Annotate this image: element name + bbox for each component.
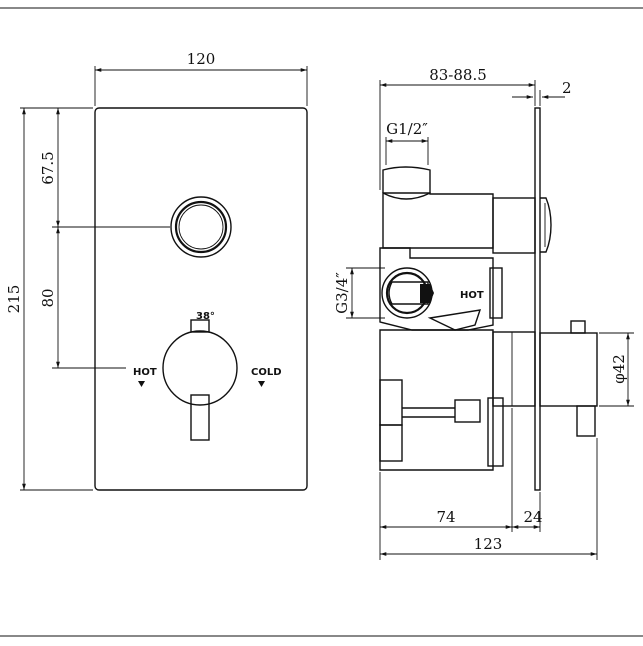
knob-stop-tab	[190, 319, 210, 333]
diverter-button-outer	[170, 196, 232, 258]
top-to-button-dimension-label: 67.5	[39, 151, 57, 184]
total-depth-label: 123	[474, 535, 503, 553]
hot-inlet-wedge	[427, 309, 482, 331]
depth-range-dimension-label: 83-88.5	[429, 66, 487, 84]
side-thread-label: G3/4″	[333, 272, 351, 314]
side-view: HOT 83-88.5 2 G1/2″ G3	[333, 66, 634, 560]
top-inlet-fitting	[382, 166, 431, 193]
hot-side-boss	[489, 267, 503, 319]
lower-left-fitting-a	[379, 379, 403, 426]
diverter-cartridge	[492, 197, 536, 254]
lower-rod-nut	[454, 399, 481, 423]
button-to-knob-dimension-label: 80	[39, 288, 57, 307]
diverter-button-inner	[178, 204, 224, 250]
temp-label: 38°	[196, 311, 215, 322]
hot-arrow-icon	[138, 381, 145, 387]
plate-thickness-label: 2	[562, 79, 572, 97]
height-dimension-label: 215	[5, 285, 23, 314]
thermostat-sleeve	[492, 331, 536, 407]
knob-side-body	[539, 332, 598, 407]
top-thread-label: G1/2″	[386, 120, 428, 138]
knob-lever-handle	[190, 394, 210, 441]
side-cover-plate	[534, 107, 541, 491]
hot-inlet-insert	[420, 284, 434, 303]
upper-valve-body	[382, 192, 494, 249]
top-inlet-curve	[382, 192, 431, 200]
diverter-button-side	[540, 197, 552, 253]
knob-side-stop	[570, 320, 586, 334]
diverter-button-ring	[174, 200, 228, 254]
front-cover-plate	[94, 107, 308, 491]
knob-side-lever	[576, 405, 596, 437]
lower-left-fitting-b	[379, 424, 403, 462]
cold-label: COLD	[251, 367, 282, 378]
front-view: 38° HOT COLD 120 215 67.5 80	[5, 50, 308, 491]
hot-inlet-port	[388, 281, 429, 305]
lower-side-boss	[487, 397, 504, 467]
cold-arrow-icon	[258, 381, 265, 387]
thermostat-knob	[162, 330, 238, 406]
trim-depth-label: 24	[523, 508, 542, 526]
hot-label: HOT	[133, 367, 157, 378]
diameter-label: φ42	[610, 354, 628, 384]
body-depth-label: 74	[436, 508, 455, 526]
side-hot-label: HOT	[460, 290, 484, 301]
hot-inlet-housing	[379, 247, 494, 331]
width-dimension-label: 120	[187, 50, 216, 68]
